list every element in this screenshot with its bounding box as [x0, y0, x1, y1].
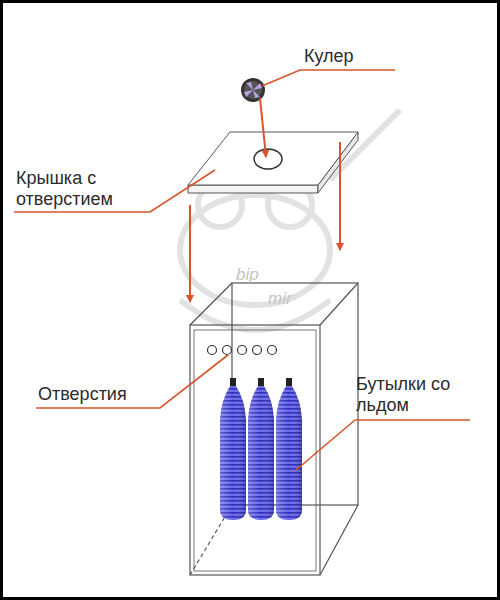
callout-label: Отверстия — [38, 384, 127, 405]
callout-label: Бутылки со льдом — [356, 374, 476, 416]
vent-holes — [208, 346, 277, 355]
cooler-fan — [241, 78, 265, 102]
lid — [188, 132, 358, 193]
assembly-arrows — [190, 98, 340, 302]
watermark: bip — [236, 264, 259, 285]
callout-label: Кулер — [304, 46, 354, 67]
box — [190, 283, 358, 575]
watermark-figure — [180, 110, 400, 330]
callout-label: Крышка с отверстием — [16, 168, 176, 210]
watermark: mir — [268, 288, 292, 309]
ice-bottles — [220, 378, 302, 520]
